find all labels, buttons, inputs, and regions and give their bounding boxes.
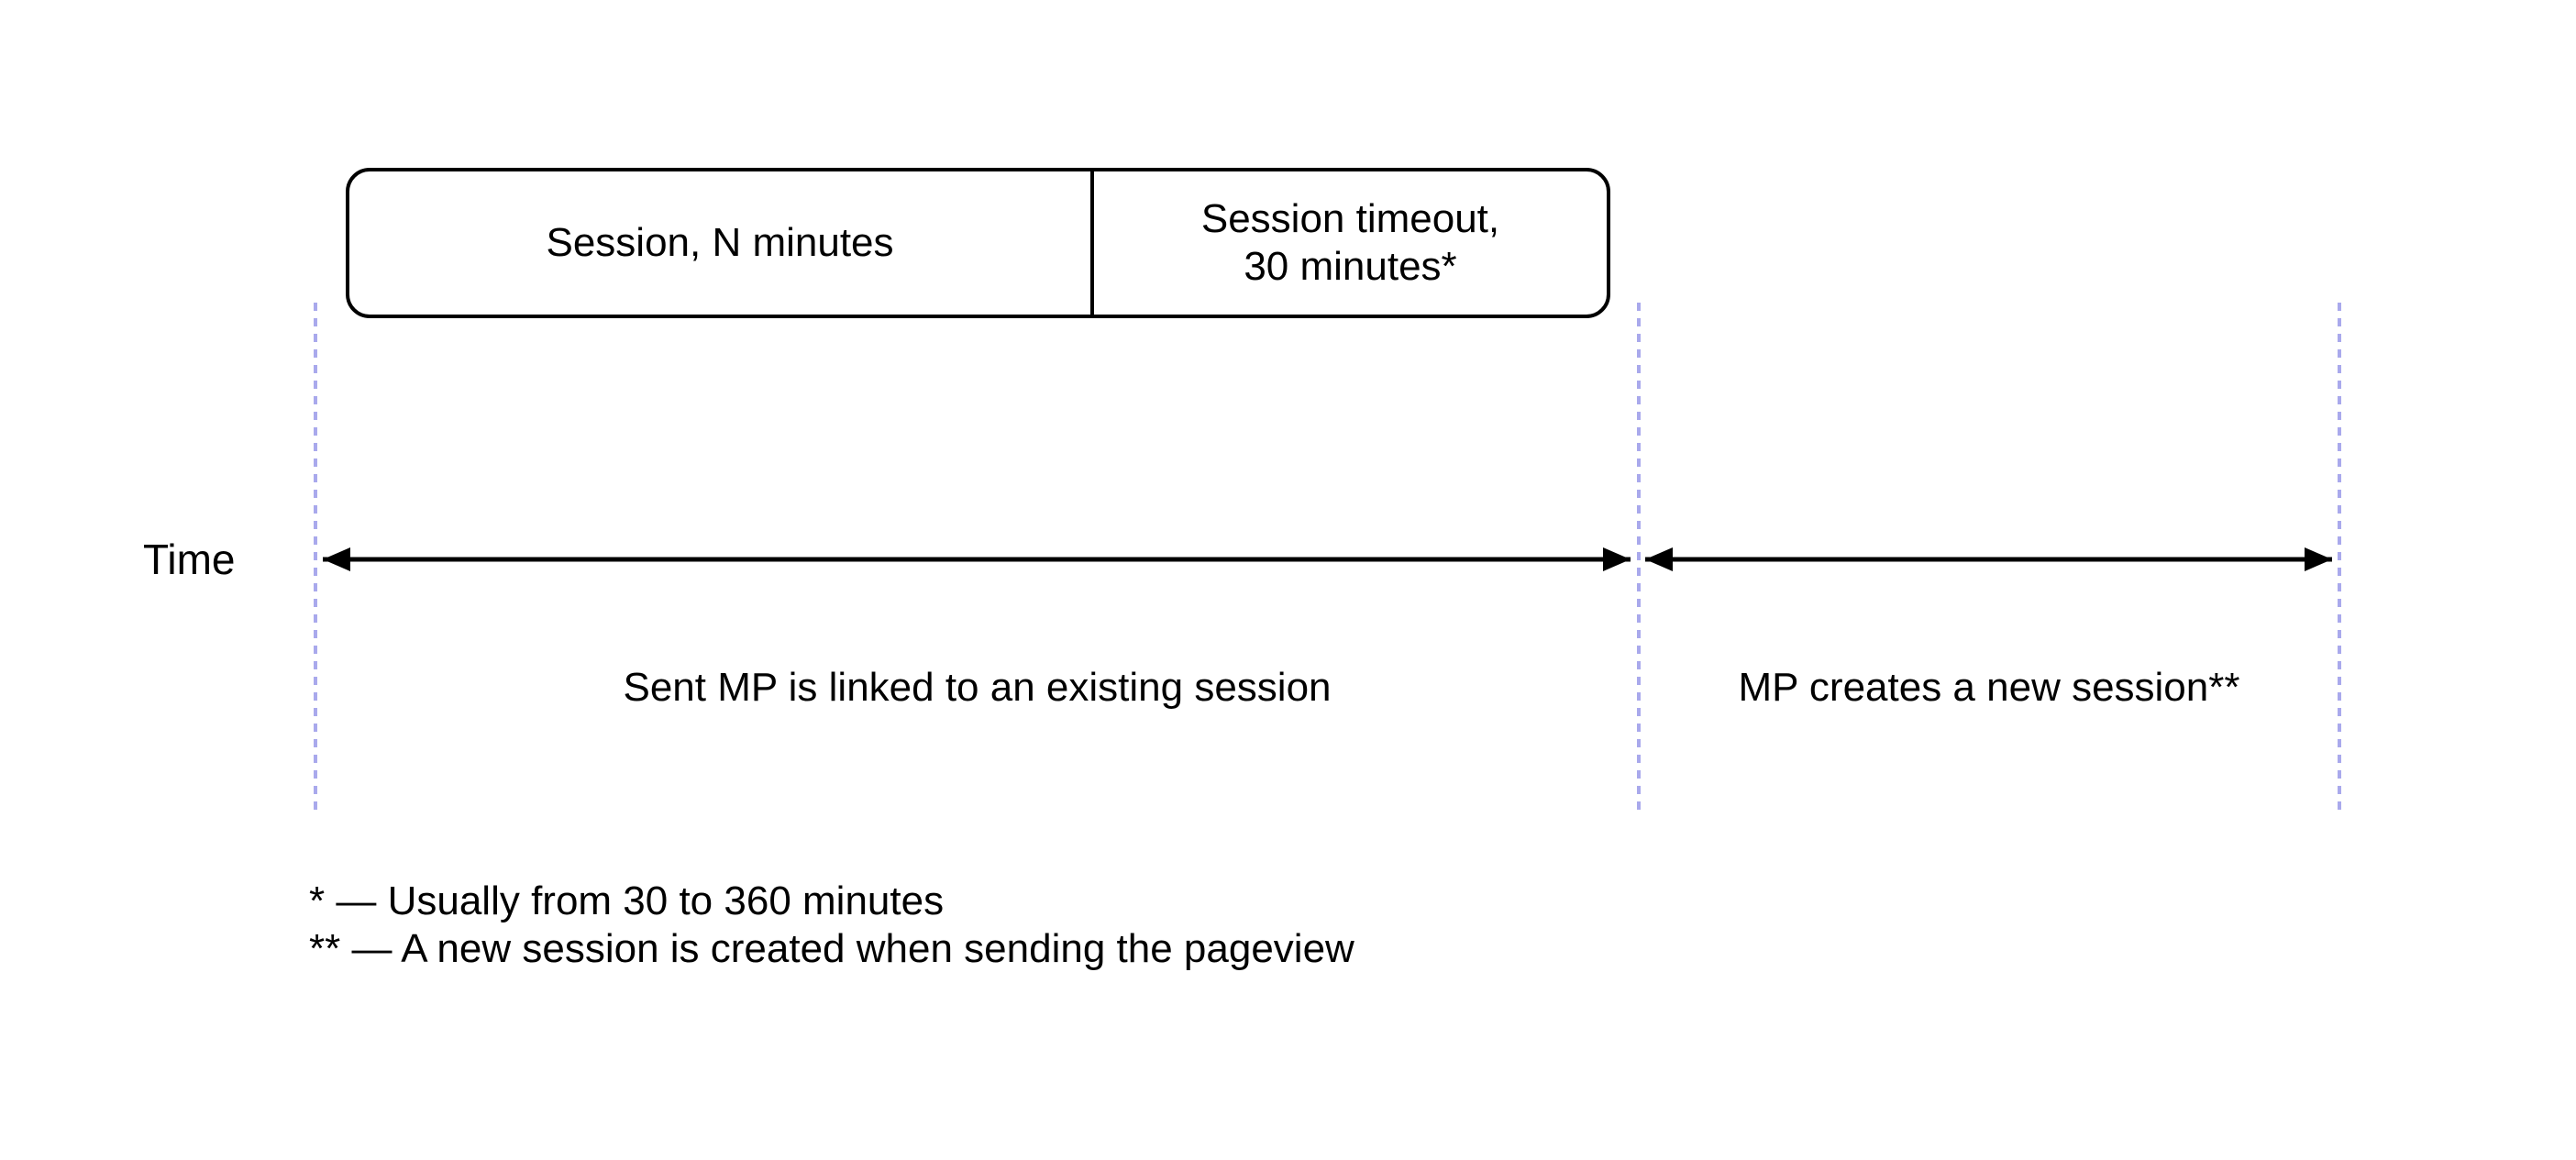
session-duration-segment: Session, N minutes (349, 171, 1090, 315)
footnote-new-session: ** — A new session is created when sendi… (309, 926, 1354, 971)
existing-session-region-label: Sent MP is linked to an existing session (623, 665, 1332, 710)
footnotes: * — Usually from 30 to 360 minutes ** — … (309, 878, 1354, 973)
new-session-region-label: MP creates a new session** (1738, 665, 2240, 710)
dashed-guideline-timeline-end (2338, 303, 2341, 810)
session-timeout-label: Session timeout, 30 minutes* (1200, 196, 1500, 289)
time-axis-label: Time (143, 536, 236, 583)
footnote-session-timeout: * — Usually from 30 to 360 minutes (309, 878, 945, 923)
dashed-guideline-session-start (314, 303, 317, 810)
dashed-guideline-session-end (1637, 303, 1641, 810)
session-box: Session, N minutes Session timeout, 30 m… (346, 168, 1610, 318)
session-duration-label: Session, N minutes (546, 220, 894, 265)
session-timeout-segment: Session timeout, 30 minutes* (1090, 171, 1607, 315)
